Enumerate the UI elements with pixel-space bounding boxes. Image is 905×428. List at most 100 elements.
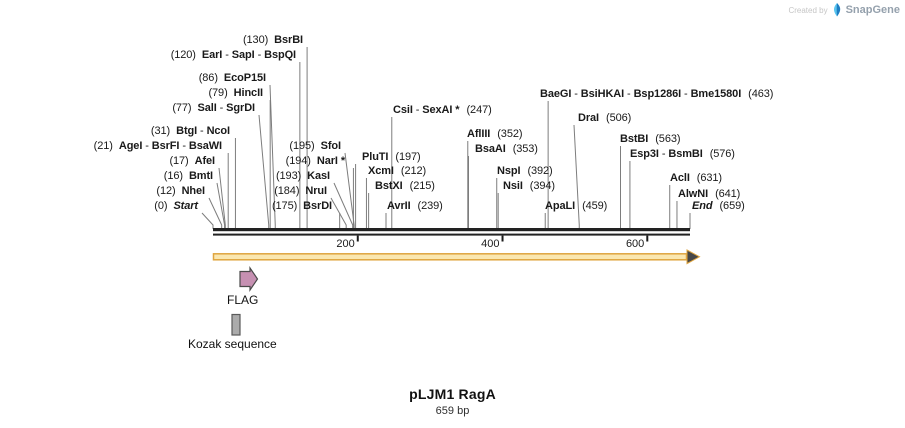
site-label-agei[interactable]: (21)AgeI - BsrFI - BsaWI	[94, 140, 222, 153]
site-position: (576)	[709, 148, 735, 160]
ruler-label-400: 400	[481, 238, 500, 250]
snapgene-logo-icon	[833, 3, 840, 17]
site-position: (86)	[198, 72, 218, 84]
enzyme-name: BspQI	[264, 49, 296, 61]
kozak-feature-box[interactable]	[231, 313, 241, 336]
snapgene-watermark: Created by SnapGene	[788, 3, 900, 17]
plasmid-length: 659 bp	[435, 405, 470, 417]
site-label-nari[interactable]: (194)NarI *	[286, 155, 345, 168]
enzyme-name: SgrDI	[226, 102, 255, 114]
site-label-nrui[interactable]: (184) NruI	[274, 185, 327, 198]
site-label-nsii[interactable]: NsiI (394)	[503, 180, 555, 193]
site-label-sfoi[interactable]: (195) SfoI	[289, 140, 341, 153]
leader-line	[201, 212, 214, 229]
site-name-separator: -	[624, 88, 634, 100]
site-position: (463)	[748, 88, 774, 100]
site-label-csii[interactable]: CsiI - SexAI *(247)	[393, 104, 492, 117]
site-label-nhei[interactable]: (12) NheI	[156, 185, 205, 198]
enzyme-name: CsiI	[393, 104, 413, 116]
site-position: (79)	[208, 87, 228, 99]
enzyme-name: Bsp1286I	[633, 88, 682, 100]
site-label-bsrdi[interactable]: (175)BsrDI	[272, 200, 332, 213]
site-label-kasi[interactable]: (193)KasI	[276, 170, 330, 183]
enzyme-name: AgeI	[118, 140, 143, 152]
site-label-bsrbi[interactable]: (130)BsrBI	[243, 34, 303, 47]
site-label-end[interactable]: End(659)	[692, 200, 745, 213]
enzyme-name: HincII	[233, 87, 263, 99]
orf-arrow-head[interactable]	[686, 249, 701, 265]
enzyme-name: SapI	[231, 49, 255, 61]
enzyme-name: NspI	[497, 165, 521, 177]
site-label-apali[interactable]: ApaLI(459)	[545, 200, 607, 213]
site-position: (353)	[512, 143, 538, 155]
site-position: (215)	[409, 180, 435, 192]
sequence-bar-bottom	[213, 233, 690, 236]
site-label-esp3i[interactable]: Esp3I - BsmBI(576)	[630, 148, 735, 161]
site-position: (352)	[497, 128, 523, 140]
enzyme-name: BsaAI	[475, 143, 506, 155]
enzyme-name: Esp3I	[630, 148, 659, 160]
leader-line	[573, 124, 580, 229]
site-position: (631)	[696, 172, 722, 184]
sequence-bar-top	[213, 228, 690, 232]
site-position: (16)	[163, 170, 183, 182]
site-label-baegi[interactable]: BaeGI - BsiHKAI - Bsp1286I - Bme1580I(46…	[540, 88, 773, 101]
site-position: (212)	[400, 165, 427, 177]
kozak-feature-label[interactable]: Kozak sequence	[188, 337, 277, 351]
leader-line	[344, 152, 355, 229]
leader-line	[330, 197, 347, 229]
site-position: (12)	[156, 185, 176, 197]
site-position: (31)	[150, 125, 171, 137]
site-label-alwni[interactable]: AlwNI(641)	[678, 188, 740, 201]
site-label-bsaai[interactable]: BsaAI (353)	[475, 143, 538, 156]
site-label-hincii[interactable]: (79) HincII	[208, 87, 263, 100]
enzyme-name: BsmBI	[668, 148, 703, 160]
leader-line	[333, 182, 354, 229]
enzyme-name: BsrBI	[274, 34, 303, 46]
site-position: (77)	[172, 102, 192, 114]
enzyme-name: BstXI	[375, 180, 403, 192]
site-label-eari[interactable]: (120)EarI - SapI - BspQI	[171, 49, 296, 62]
flag-feature-arrow[interactable]	[239, 266, 259, 292]
site-position: (195)	[289, 140, 315, 152]
leader-lines	[201, 47, 691, 229]
site-label-afei[interactable]: (17)AfeI	[169, 155, 215, 168]
site-position: (120)	[170, 49, 196, 61]
site-position: (194)	[285, 155, 311, 167]
site-position: (184)	[274, 185, 300, 197]
site-name-separator: -	[681, 88, 691, 100]
flag-feature-label[interactable]: FLAG	[227, 293, 259, 307]
site-label-bmti[interactable]: (16)BmtI	[164, 170, 213, 183]
enzyme-name: BsrFI	[151, 140, 180, 152]
site-label-sali[interactable]: (77)SalI - SgrDI	[172, 102, 255, 115]
created-by-text: Created by	[788, 5, 828, 15]
site-label-btgi[interactable]: (31)BtgI - NcoI	[151, 125, 230, 138]
ruler-label-200: 200	[336, 238, 355, 250]
site-label-afliii[interactable]: AflIII(352)	[467, 128, 523, 141]
site-label-avrii[interactable]: AvrII(239)	[387, 200, 443, 213]
enzyme-name: EcoP15I	[223, 72, 266, 84]
orf-arrow-body[interactable]	[212, 253, 688, 261]
site-label-acli[interactable]: AclI (631)	[670, 172, 722, 185]
site-label-bstbi[interactable]: BstBI(563)	[620, 133, 681, 146]
site-label-pluti[interactable]: PluTI(197)	[362, 151, 421, 164]
site-label-ecop15i[interactable]: (86) EcoP15I	[199, 72, 266, 85]
site-label-bstxi[interactable]: BstXI (215)	[375, 180, 435, 193]
enzyme-name: NheI	[181, 185, 206, 197]
enzyme-name: DraI	[578, 112, 599, 124]
snapgene-brand-text: SnapGene	[845, 4, 900, 16]
site-label-start[interactable]: (0)Start	[154, 200, 198, 213]
site-name-separator: -	[412, 104, 423, 116]
site-position: (21)	[93, 140, 113, 152]
site-position: (394)	[529, 180, 555, 192]
enzyme-name: AclI	[670, 172, 690, 184]
site-label-xcmi[interactable]: XcmI(212)	[368, 165, 426, 178]
site-label-drai[interactable]: DraI(506)	[578, 112, 631, 125]
enzyme-name: SfoI	[320, 140, 341, 152]
site-position: (193)	[275, 170, 302, 182]
site-label-nspi[interactable]: NspI(392)	[497, 165, 553, 178]
enzyme-name: NruI	[305, 185, 327, 197]
enzyme-name: SexAI *	[422, 104, 460, 116]
enzyme-name: NsiI	[503, 180, 523, 192]
